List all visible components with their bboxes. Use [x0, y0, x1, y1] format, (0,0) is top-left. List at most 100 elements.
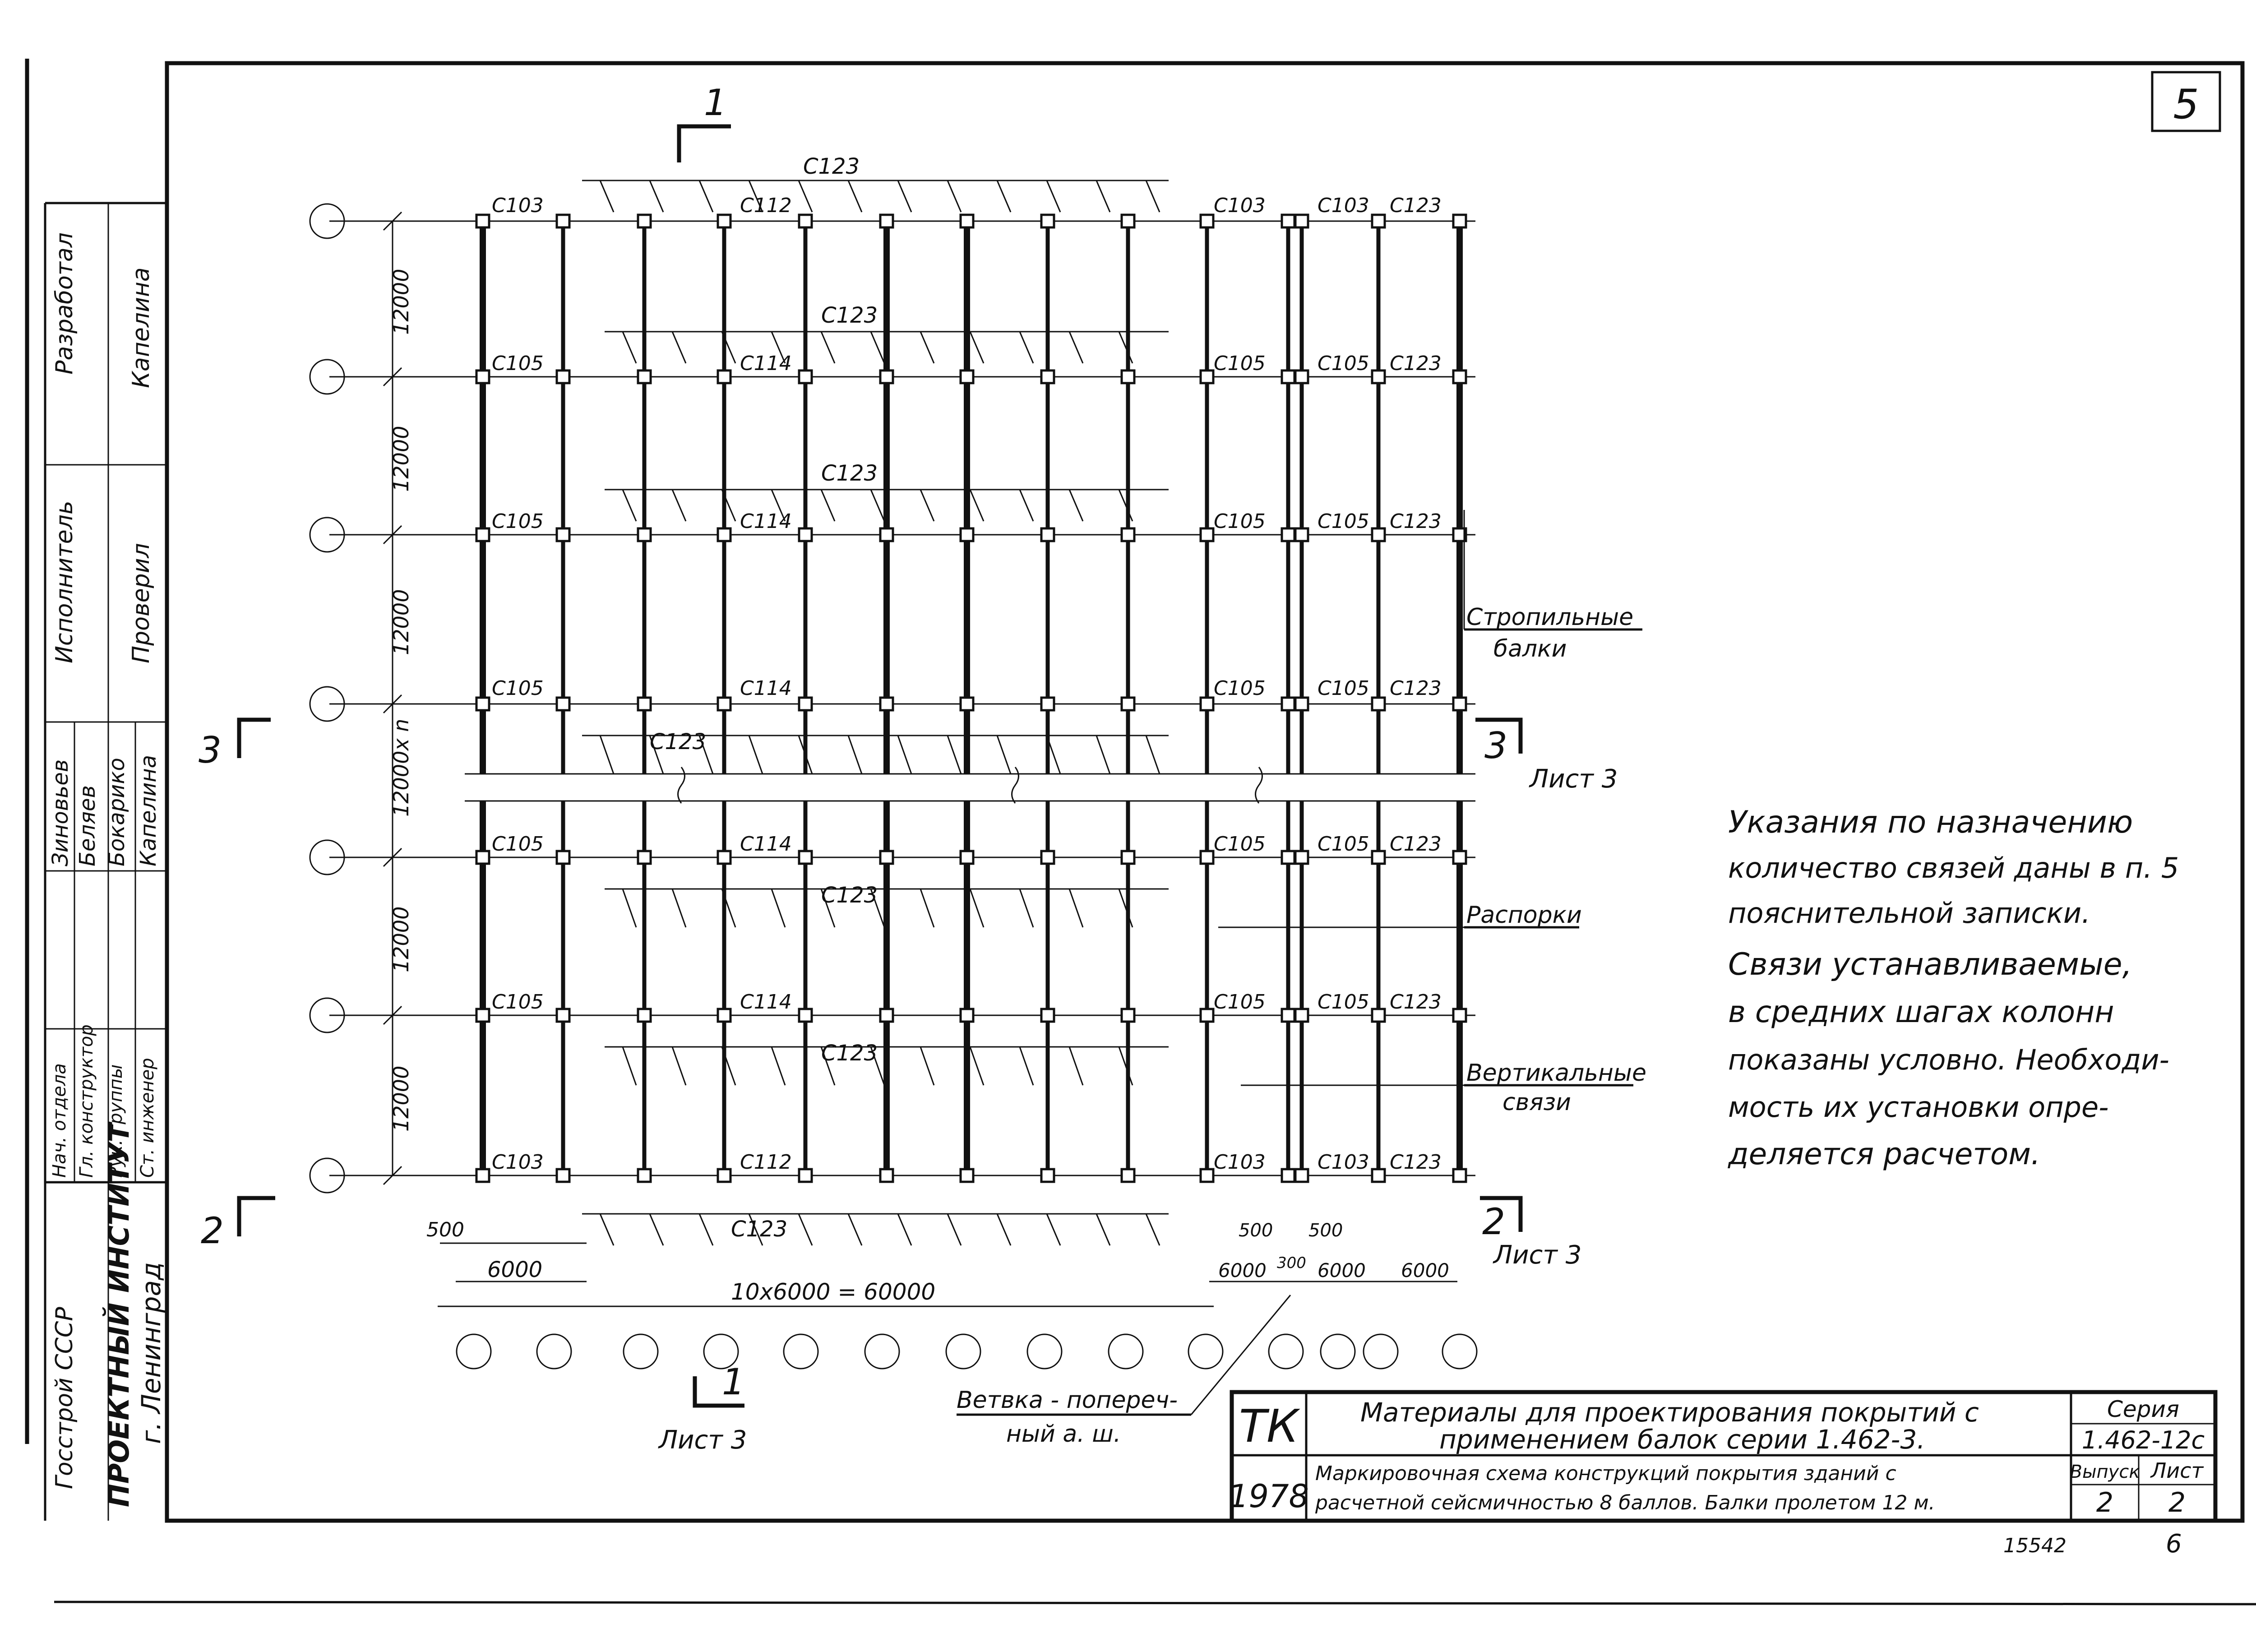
- brace-tick: [996, 180, 1012, 213]
- brace-mark: С105: [492, 990, 544, 1013]
- beam-node: [475, 369, 490, 384]
- beam-node: [1281, 369, 1296, 384]
- row-dimension-text: 12000: [389, 1066, 413, 1132]
- subtitle-line-2: расчетной сейсмичностью 8 баллов. Балки …: [1315, 1491, 1935, 1514]
- dim-500-mid-right: 500: [1308, 1220, 1343, 1241]
- brace-tick: [870, 489, 885, 522]
- brace-group-mark: С123: [821, 1041, 878, 1066]
- beam-node: [1199, 1008, 1215, 1023]
- brace-mark: С114: [740, 833, 792, 856]
- row-axis-bubble: [309, 686, 345, 722]
- brace-mark: С105: [1318, 510, 1369, 533]
- beam-node: [1199, 527, 1215, 542]
- section-3-right-label: 3: [1484, 725, 1507, 767]
- beam-node: [879, 850, 894, 865]
- sheet-label: Лист: [2150, 1458, 2204, 1483]
- row-axis-bubble: [309, 359, 345, 395]
- brace-mark: С103: [1318, 1151, 1369, 1174]
- note-line-1: Указания по назначению: [1728, 805, 2133, 840]
- brace-mark: С105: [1318, 833, 1369, 856]
- stamp-institute: ПРОЕКТНЫЙ ИНСТИТУТ: [102, 1121, 135, 1507]
- sheet-number-box: 5: [2151, 71, 2221, 132]
- beam-node: [717, 850, 732, 865]
- brace-tick: [996, 1213, 1012, 1246]
- beam-node: [475, 1168, 490, 1183]
- brace-tick: [897, 1213, 912, 1246]
- subtitle-line-1: Маркировочная схема конструкций покрытия…: [1315, 1462, 1896, 1485]
- brace-tick: [1046, 1213, 1061, 1246]
- brace-mark: С114: [740, 677, 792, 700]
- column-axis-bubble: [1363, 1333, 1399, 1370]
- callout-transverse-joint: Ветвка - попереч- ный а. ш.: [957, 1295, 1291, 1448]
- left-stamp: Разработал Капелина Исполнитель Проверил…: [44, 202, 167, 1521]
- brace-group-mark: С123: [803, 154, 860, 179]
- callout-struts-label: Распорки: [1466, 902, 1582, 929]
- beam-node: [879, 527, 894, 542]
- beam-node: [1281, 1168, 1296, 1183]
- stamp-name-3: Бокарико: [104, 758, 129, 866]
- brace-tick: [1118, 1046, 1133, 1086]
- row-dimension-text: 12000х n: [389, 719, 413, 817]
- row-dimension-tick: [383, 694, 402, 714]
- brace-mark: С114: [740, 990, 792, 1013]
- column-axis-bubble: [1320, 1333, 1356, 1370]
- title-year: 1978: [1229, 1478, 1309, 1515]
- beam-node: [1040, 1008, 1055, 1023]
- beam-node: [475, 213, 490, 229]
- beam-node: [879, 213, 894, 229]
- note-line-5: в средних шагах колонн: [1728, 995, 2114, 1029]
- brace-tick: [721, 1046, 736, 1086]
- brace-mark: С103: [1318, 194, 1369, 217]
- beam-node: [717, 1008, 732, 1023]
- brace-mark: С123: [1390, 352, 1442, 375]
- section-mark-2-right: 2 Лист 3: [1480, 1196, 1581, 1270]
- brace-group-mark: С123: [650, 729, 706, 754]
- brace-tick: [622, 888, 637, 928]
- brace-tick: [599, 1213, 615, 1246]
- callout-rafter-line2: балки: [1493, 635, 1567, 662]
- row-dimension-text: 12000: [389, 907, 413, 972]
- beam-node: [879, 696, 894, 712]
- beam-node: [637, 213, 652, 229]
- brace-tick: [649, 1213, 664, 1246]
- brace-mark: С105: [1318, 990, 1369, 1013]
- brace-mark: С123: [1390, 510, 1442, 533]
- beam-node: [959, 850, 975, 865]
- stamp-name-header-1: Капелина: [128, 267, 155, 388]
- bottom-cut-line: [54, 1601, 2256, 1606]
- brace-tick: [771, 1046, 786, 1086]
- callout-joint-line2: ный а. ш.: [1006, 1421, 1121, 1448]
- beam-node: [1199, 1168, 1215, 1183]
- beam-node: [1281, 527, 1296, 542]
- brace-mark: С123: [1390, 990, 1442, 1013]
- stamp-role-4: Ст. инженер: [137, 1058, 158, 1178]
- row-axis-bubble: [309, 1157, 345, 1194]
- brace-tick: [996, 735, 1012, 774]
- beam-node: [555, 213, 571, 229]
- brace-tick: [622, 1046, 637, 1086]
- section-1-top-label: 1: [704, 82, 727, 124]
- note-line-7: мость их установки опре-: [1728, 1091, 2109, 1124]
- row-dimension-tick: [383, 847, 402, 867]
- brace-tick: [847, 735, 863, 774]
- callout-rafter-beams: Стропильные балки: [1463, 510, 1642, 662]
- beam-node: [798, 1168, 813, 1183]
- row-dimension-tick: [383, 367, 402, 387]
- beam-node: [637, 1008, 652, 1023]
- stamp-role-1: Нач. отдела: [49, 1063, 70, 1178]
- dim-6000-mid: 6000: [1218, 1259, 1267, 1282]
- beam-node: [637, 369, 652, 384]
- column-axis-bubble: [456, 1333, 492, 1370]
- beam-node: [1452, 850, 1467, 865]
- brace-tick: [671, 489, 687, 522]
- beam-node: [1040, 369, 1055, 384]
- brace-tick: [1068, 331, 1084, 364]
- brace-tick: [698, 735, 714, 774]
- brace-tick: [649, 180, 664, 213]
- beam-node: [959, 1008, 975, 1023]
- brace-tick: [671, 1046, 687, 1086]
- row-dimension-text: 12000: [389, 269, 413, 335]
- section-mark-1-bottom: 1 Лист 3: [658, 1361, 747, 1455]
- issue-label: Выпуск: [2070, 1462, 2140, 1482]
